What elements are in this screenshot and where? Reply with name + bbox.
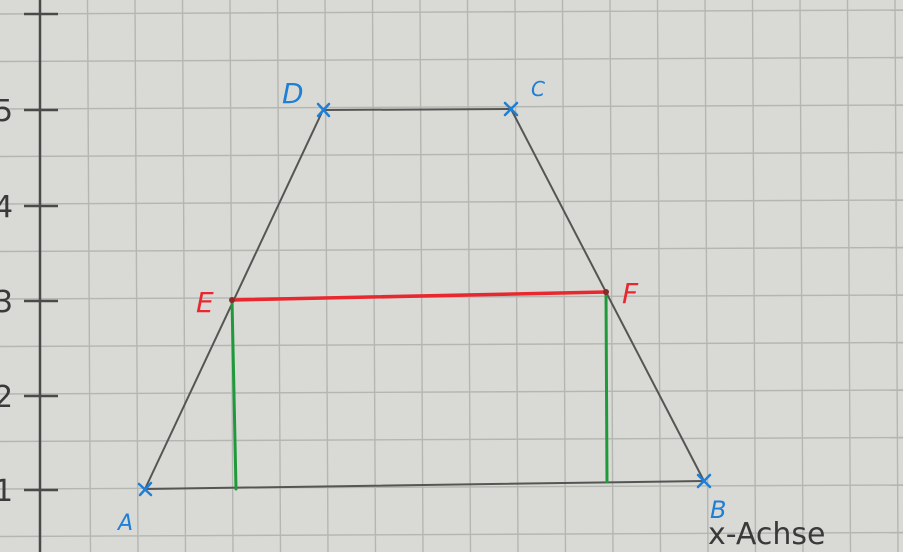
label-D: D	[282, 77, 304, 110]
label-F: F	[622, 277, 639, 310]
x-axis-caption: x-Achse	[708, 517, 826, 552]
grid-line-horizontal	[0, 56, 903, 63]
segment-EF	[230, 290, 608, 302]
grid-line-vertical	[181, 0, 187, 552]
grid-line-horizontal	[0, 104, 903, 110]
grid-line-vertical	[799, 0, 804, 552]
grid-line-vertical	[561, 0, 567, 552]
grid-line-horizontal	[0, 436, 903, 443]
grid-line-vertical	[751, 0, 757, 552]
grid-line-vertical	[229, 0, 234, 552]
marker-D-icon	[316, 102, 331, 118]
grid-line-horizontal	[0, 199, 903, 205]
grid-line-vertical	[371, 0, 377, 552]
label-C: C	[531, 77, 545, 101]
grid-line-vertical	[86, 0, 92, 552]
y-tick-label-1: 1	[0, 474, 13, 509]
y-tick-label-4: 4	[0, 190, 13, 225]
marker-C-icon	[503, 101, 519, 117]
grid-line-vertical	[419, 0, 424, 552]
grid-line-horizontal	[0, 9, 903, 15]
point-F-dot	[603, 289, 609, 295]
point-markers	[137, 101, 712, 497]
grid-line-horizontal	[0, 151, 903, 158]
marker-B-icon	[696, 473, 712, 489]
grid-line-vertical	[514, 0, 519, 552]
label-B: B	[710, 496, 726, 524]
y-tick-label-5: 5	[0, 94, 13, 129]
label-A: A	[116, 511, 133, 536]
grid-line-vertical	[846, 0, 852, 552]
label-E: E	[196, 286, 214, 319]
grid-line-vertical	[324, 0, 329, 552]
grid-line-horizontal	[0, 389, 903, 395]
height-from-E	[230, 298, 238, 491]
grid-line-vertical	[704, 0, 709, 552]
height-segments	[230, 290, 609, 491]
y-tick-label-3: 3	[0, 285, 13, 320]
grid-line-vertical	[466, 0, 472, 552]
point-E-dot	[229, 297, 235, 303]
y-axis-ticks	[24, 12, 58, 492]
grid-line-horizontal	[0, 341, 903, 348]
y-tick-label-2: 2	[0, 380, 13, 415]
grid-line-vertical	[609, 0, 614, 552]
grid-line-vertical	[134, 0, 139, 552]
grid-line-vertical	[656, 0, 662, 552]
marker-A-icon	[137, 481, 153, 497]
grid-line-horizontal	[0, 531, 903, 538]
side-AB	[144, 480, 705, 490]
grid-line-vertical	[894, 0, 899, 552]
height-from-F	[604, 290, 609, 484]
grid-line-vertical	[276, 0, 282, 552]
grid-line-horizontal	[0, 246, 903, 253]
side-DC	[322, 108, 512, 111]
